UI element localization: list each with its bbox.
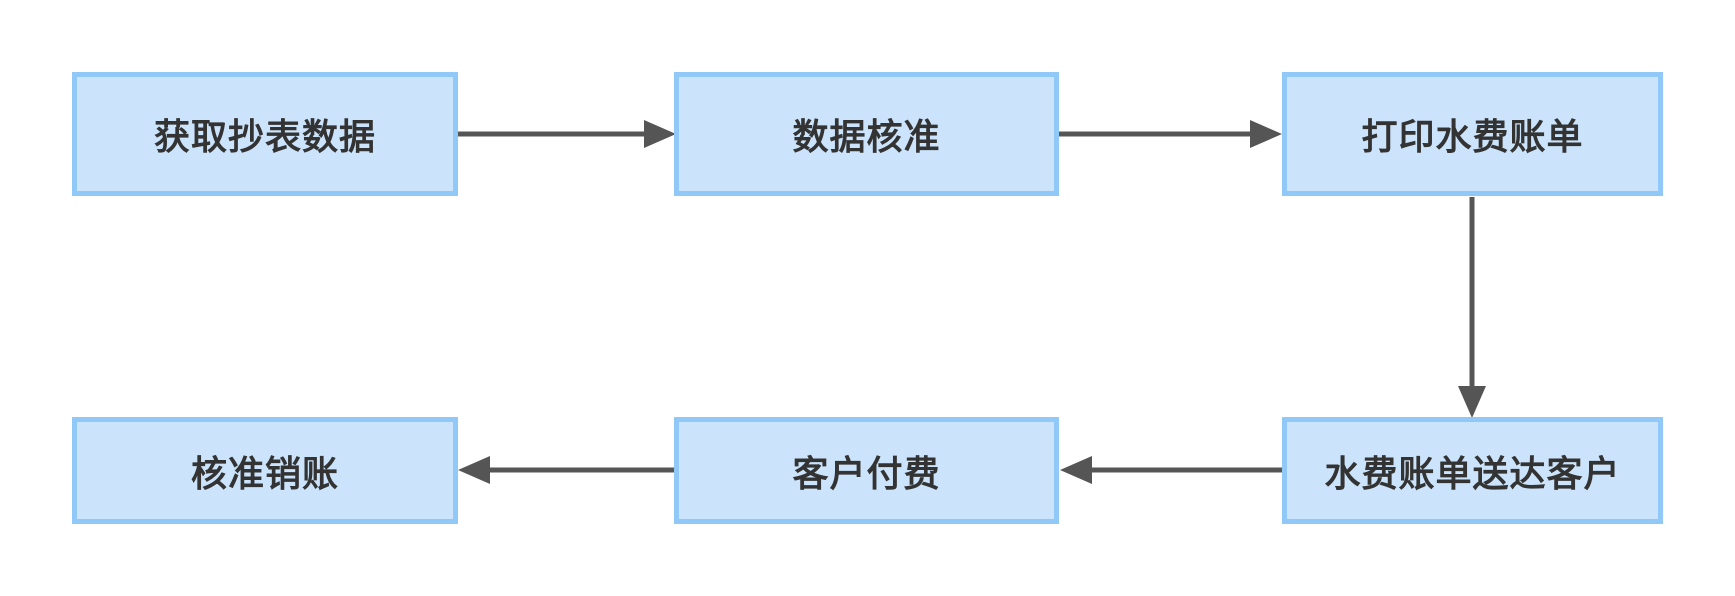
flow-node-verify-writeoff: 核准销账: [72, 417, 458, 524]
edge-bill-delivered-to-customer-pays: [1060, 456, 1282, 484]
flow-node-customer-pays: 客户付费: [674, 417, 1059, 524]
flow-node-bill-delivered: 水费账单送达客户: [1282, 417, 1663, 524]
arrow-left-icon: [1060, 456, 1092, 484]
edge-get-meter-data-to-data-check: [458, 120, 676, 148]
flow-node-label: 客户付费: [792, 452, 941, 494]
flow-node-label: 获取抄表数据: [153, 116, 376, 157]
flow-node-data-check: 数据核准: [674, 72, 1059, 196]
arrow-down-icon: [1458, 386, 1486, 418]
arrow-right-icon: [644, 120, 676, 148]
arrow-right-icon: [1250, 120, 1282, 148]
arrow-left-icon: [458, 456, 490, 484]
flow-node-print-water-bill: 打印水费账单: [1282, 72, 1663, 196]
flow-node-label: 核准销账: [190, 452, 339, 494]
flow-node-label: 水费账单送达客户: [1324, 452, 1621, 494]
edge-print-water-bill-to-bill-delivered: [1458, 197, 1486, 418]
flow-node-label: 数据核准: [792, 116, 941, 157]
flow-node-label: 打印水费账单: [1361, 116, 1584, 157]
edge-customer-pays-to-verify-writeoff: [458, 456, 674, 484]
edge-data-check-to-print-water-bill: [1059, 120, 1282, 148]
flow-node-get-meter-data: 获取抄表数据: [72, 72, 458, 196]
